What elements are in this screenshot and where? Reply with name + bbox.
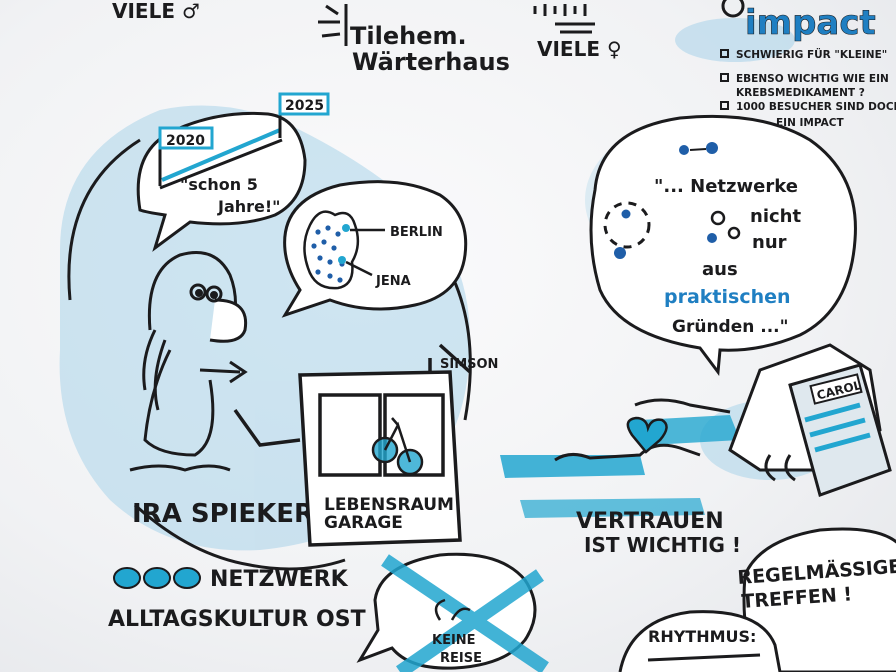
impact-bullet-2b: KREBSMEDIKAMENT ?: [736, 87, 865, 99]
quote-line2: Jahre!": [217, 197, 281, 216]
travel-line1: KEINE: [432, 633, 476, 648]
network-quote-line6: Gründen ...": [672, 317, 789, 337]
plant-icon: [434, 598, 471, 621]
top-row: VIELE ♂ Tilehem. Wärterhaus VIELE ♀: [112, 0, 622, 76]
book-illustration: CAROL: [728, 343, 892, 497]
network-footer-line2: ALLTAGSKULTUR OST: [108, 607, 366, 632]
heart-icon: [626, 416, 668, 454]
garage-line1: LEBENSRAUM: [324, 495, 454, 515]
network-footer-line1: NETZWERK: [210, 567, 349, 592]
impact-title: impact: [745, 3, 876, 43]
theater-name-line2: Wärterhaus: [352, 48, 510, 76]
map-label-jena: JENA: [375, 274, 411, 289]
map-label-berlin: BERLIN: [390, 225, 443, 240]
meetings-bubble: REGELMÄSSIGE TREFFEN ! RHYTHMUS:: [618, 527, 896, 672]
impact-bullet-3b: EIN IMPACT: [776, 117, 844, 129]
network-quote-line5: praktischen: [664, 286, 791, 308]
network-footer: NETZWERK ALLTAGSKULTUR OST: [108, 567, 366, 632]
theater-name-line1: Tilehem.: [350, 22, 467, 50]
garage-line2: GARAGE: [324, 513, 403, 533]
person-figure: [129, 251, 248, 472]
handshake-illustration: [500, 398, 740, 518]
impact-bullet-3: 1000 BESUCHER SIND DOCH: [736, 101, 896, 113]
viele-female-label: VIELE ♀: [537, 37, 622, 61]
travel-line2: REISE: [440, 651, 482, 666]
flag-2020-icon: [158, 126, 214, 150]
impact-bullet-1-icon: [720, 49, 729, 58]
year-end: 2025: [285, 98, 324, 114]
network-bubble: "... Netzwerke nicht nur aus praktischen…: [589, 114, 857, 377]
travel-bubble: KEINE REISE: [356, 552, 549, 672]
quote-line1: "schon 5: [180, 175, 258, 194]
trust-line2: IST WICHTIG !: [584, 533, 741, 557]
year-start: 2020: [166, 133, 205, 149]
meetings-sub: RHYTHMUS:: [648, 627, 756, 646]
network-quote-line3: nur: [752, 232, 787, 253]
timeline-bubble: 2020 2025 "schon 5 Jahre!": [136, 92, 330, 252]
network-quote-line4: aus: [702, 259, 738, 280]
trust-line1: VERTRAUEN: [576, 509, 724, 534]
impact-bullet-2: EBENSO WICHTIG WIE EIN: [736, 73, 889, 85]
person-name: IRA SPIEKER: [132, 499, 314, 529]
flag-2025-icon: [278, 92, 330, 116]
impact-panel: impact SCHWIERIG FÜR "KLEINE" EBENSO WIC…: [720, 0, 896, 129]
impact-bullet-2-icon: [720, 73, 729, 82]
brand-label: SIMSON: [440, 357, 498, 372]
network-quote-line1: "... Netzwerke: [654, 176, 798, 197]
network-quote-line2: nicht: [750, 206, 801, 227]
map-bubble: BERLIN JENA: [281, 180, 468, 318]
viele-male-label: VIELE ♂: [112, 0, 200, 23]
impact-bullet-3-icon: [720, 101, 729, 110]
moped-icon: [371, 417, 424, 476]
network-dots-icon: [113, 567, 201, 589]
network-nodes-icon: [603, 142, 741, 259]
impact-bullet-1: SCHWIERIG FÜR "KLEINE": [736, 47, 887, 61]
map-dots: [311, 225, 345, 283]
book-title-plate: [809, 373, 863, 405]
theater-icon: [318, 4, 348, 46]
impact-pin-icon: [721, 0, 745, 18]
crowd-icon: [533, 4, 595, 34]
